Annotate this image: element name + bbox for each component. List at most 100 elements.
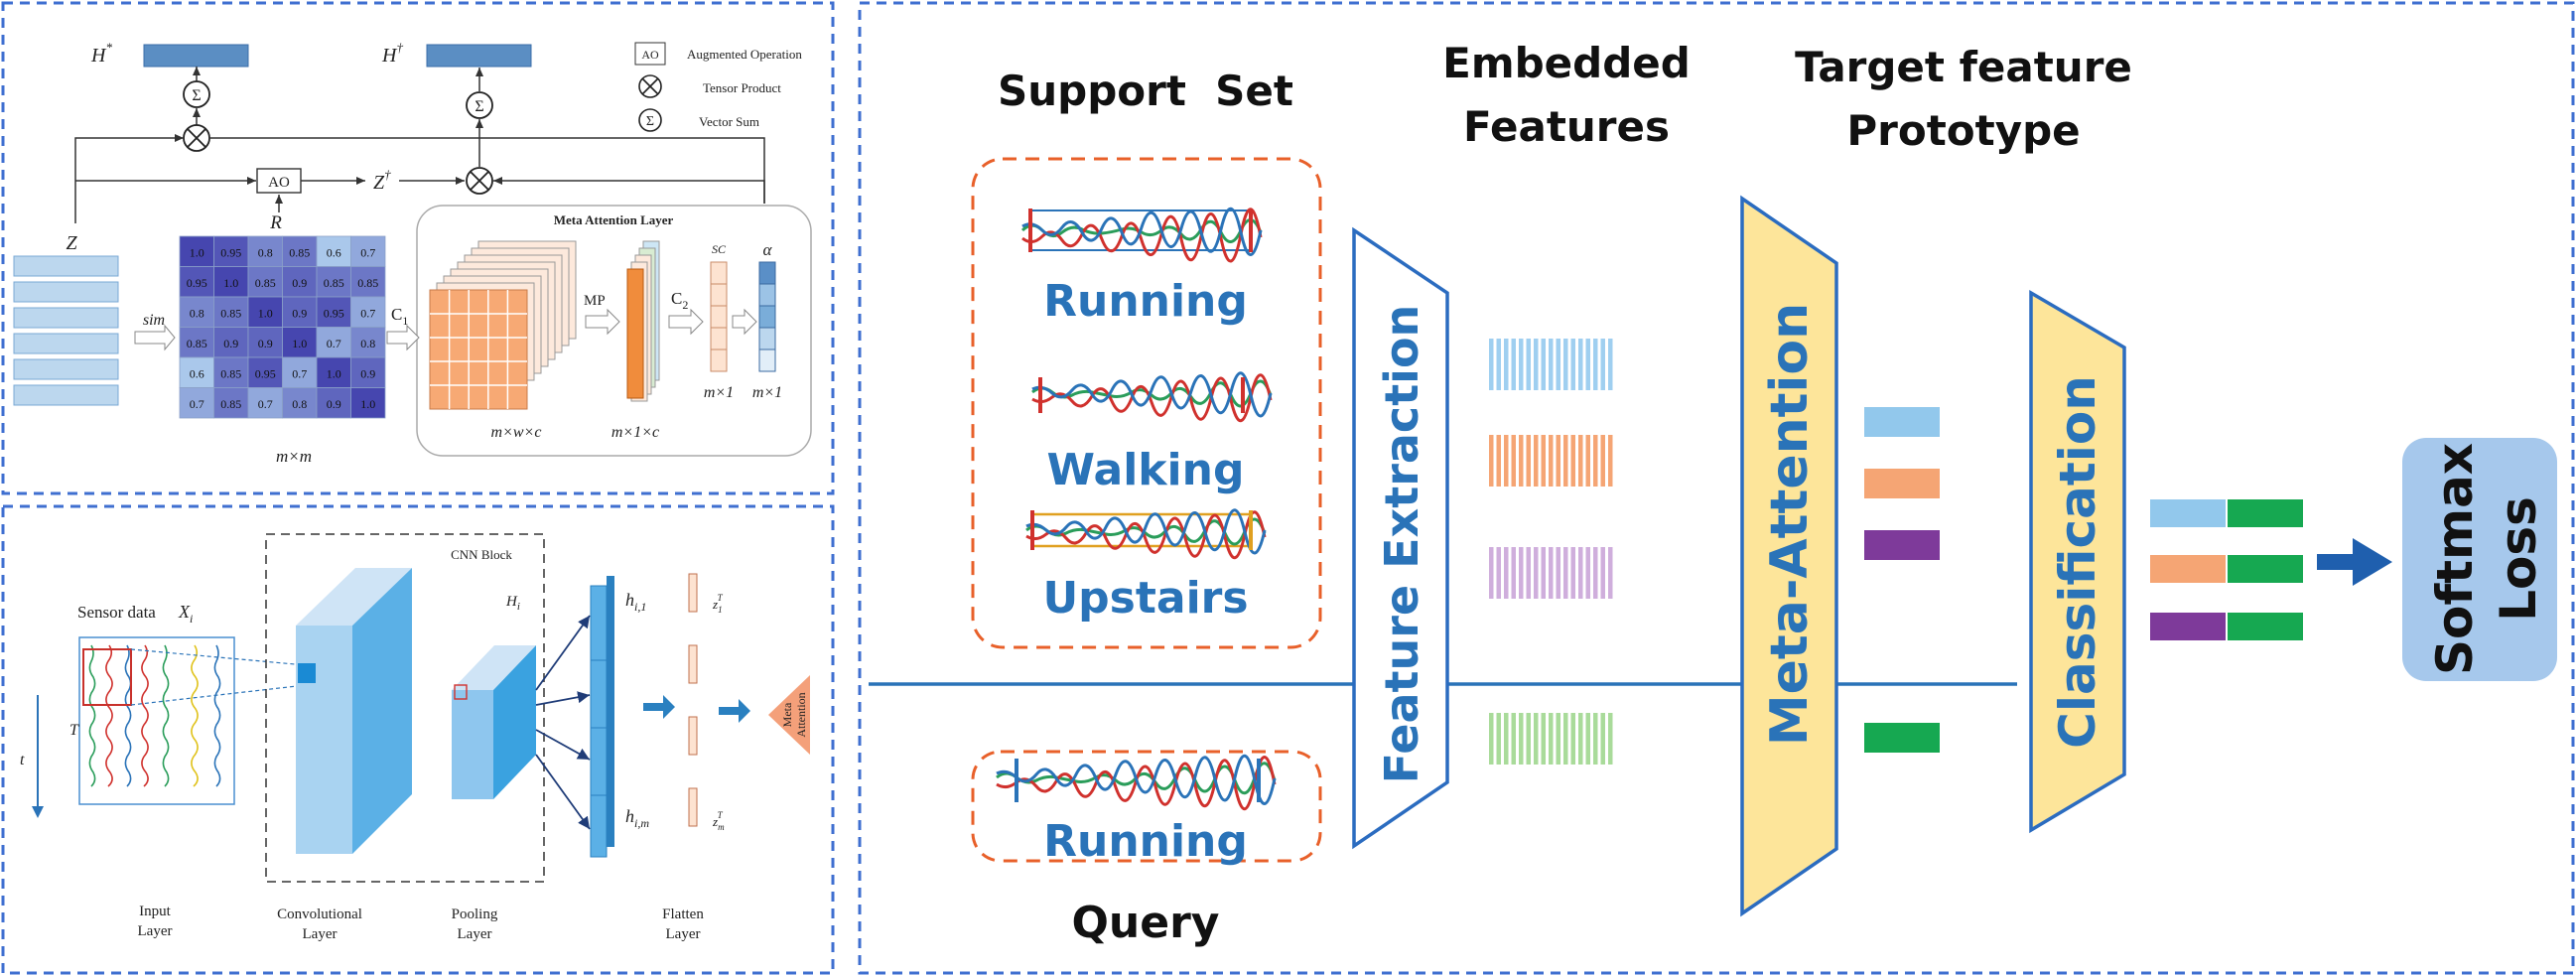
feature-stripe — [1541, 547, 1546, 599]
matrix-cell — [247, 296, 283, 328]
matrix-cell-value: 0.7 — [292, 366, 307, 380]
svg-text:Σ: Σ — [192, 87, 201, 104]
output-pair-1-left — [2150, 499, 2226, 527]
sensor-data-frame — [78, 636, 235, 805]
feature-stripe — [1519, 339, 1524, 390]
classification-trapezoid — [2029, 289, 2126, 834]
matrix-cell — [213, 235, 249, 267]
matrix-cell-value: 0.9 — [360, 366, 375, 380]
matrix-cell-value: 0.85 — [220, 397, 241, 411]
feature-stripe — [1556, 339, 1560, 390]
feature-stripe — [1526, 339, 1531, 390]
matrix-cell-value: 0.85 — [324, 276, 344, 290]
prototype-orange — [1864, 469, 1940, 498]
feature-stripe — [1556, 547, 1560, 599]
matrix-cell — [316, 266, 351, 298]
support-signal-walking — [1031, 371, 1273, 423]
matrix-cell-value: 0.9 — [223, 337, 238, 350]
feature-stripe — [1585, 339, 1590, 390]
flatten-arrow-2 — [719, 699, 750, 723]
dim-mm-label: m×m — [276, 447, 312, 466]
matrix-cell-value: 0.8 — [190, 306, 204, 320]
feature-stripe — [1549, 713, 1554, 765]
matrix-cell-value: 0.7 — [360, 306, 375, 320]
t-big-label: T — [69, 722, 79, 739]
feature-stripe — [1504, 339, 1509, 390]
matrix-cell-value: 0.7 — [258, 397, 273, 411]
matrix-cell — [350, 387, 386, 419]
feature-stripe — [1608, 713, 1613, 765]
matrix-cell — [247, 356, 283, 388]
matrix-cell-value: 0.9 — [327, 397, 341, 411]
cnn-block-frame — [265, 533, 545, 883]
matrix-cell-value: 0.95 — [187, 276, 207, 290]
dim-m1c-label: m×1×c — [611, 424, 659, 441]
matrix-cell-value: 1.0 — [223, 276, 238, 290]
h-star-bar — [143, 44, 249, 68]
c1-label: C1 — [391, 305, 408, 328]
xi-label: Xi — [178, 602, 193, 626]
feature-stripe — [1608, 435, 1613, 487]
feature-stripe — [1511, 435, 1516, 487]
matrix-cell — [179, 296, 214, 328]
feature-stripe — [1600, 713, 1605, 765]
dim-mwc-label: m×w×c — [491, 424, 542, 441]
mp-label: MP — [584, 293, 606, 309]
matrix-cell-value: 0.7 — [327, 337, 341, 350]
front-feature-map — [429, 289, 528, 410]
feature-stripe — [1585, 713, 1590, 765]
matrix-cell-value: 0.95 — [255, 366, 276, 380]
legend-ao-box — [634, 42, 666, 66]
feature-stripe — [1549, 435, 1554, 487]
feature-stripe — [1534, 435, 1539, 487]
feature-extraction-block — [1352, 226, 1449, 850]
matrix-cell — [350, 356, 386, 388]
h-im-label: hi,m — [625, 806, 649, 830]
matrix-cell-value: 1.0 — [327, 366, 341, 380]
support-signal-upstairs — [1025, 508, 1267, 560]
r-label: R — [269, 212, 282, 233]
feature-stripe — [1526, 713, 1531, 765]
sim-arrow — [134, 324, 176, 351]
feature-stripe — [1593, 713, 1598, 765]
feature-stripe — [1600, 547, 1605, 599]
matrix-cell-value: 0.9 — [292, 306, 307, 320]
feature-stripe — [1563, 713, 1568, 765]
matrix-cell — [282, 356, 318, 388]
feature-stripe — [1578, 435, 1583, 487]
feature-stripe — [1504, 713, 1509, 765]
feature-stripe — [1556, 435, 1560, 487]
sim-label: sim — [143, 312, 165, 329]
feature-stripe — [1534, 547, 1539, 599]
product-node-left — [183, 124, 210, 152]
dim-m1-sc-label: m×1 — [704, 384, 734, 401]
pool-layer-cuboid — [452, 645, 536, 799]
matrix-cell-value: 1.0 — [292, 337, 307, 350]
matrix-cell-value: 0.95 — [220, 245, 241, 259]
matrix-cell — [350, 266, 386, 298]
activity-label-upstairs: Upstairs — [1042, 573, 1248, 624]
feature-stripe — [1563, 339, 1568, 390]
legend-ao-text: Augmented Operation — [687, 47, 802, 62]
activity-label-walking: Walking — [1047, 445, 1245, 495]
feature-stripe — [1519, 713, 1524, 765]
classification-label: Classification — [2049, 375, 2106, 749]
matrix-cell-value: 0.7 — [190, 397, 204, 411]
matrix-cell — [179, 327, 214, 358]
feature-stripe — [1511, 547, 1516, 599]
matrix-cell — [350, 296, 386, 328]
feature-stripe — [1556, 713, 1560, 765]
feature-stripe — [1541, 339, 1546, 390]
meta-layer-title: Meta Attention Layer — [554, 212, 674, 227]
sc-arrow — [732, 308, 757, 336]
matrix-cell-value: 1.0 — [190, 245, 204, 259]
feature-stripe — [1600, 435, 1605, 487]
matrix-cell — [316, 296, 351, 328]
main-panel-border — [858, 1, 2575, 975]
matrix-cell-value: 0.7 — [360, 245, 375, 259]
z-column — [688, 573, 698, 827]
flatten-arrow-1 — [643, 695, 675, 719]
